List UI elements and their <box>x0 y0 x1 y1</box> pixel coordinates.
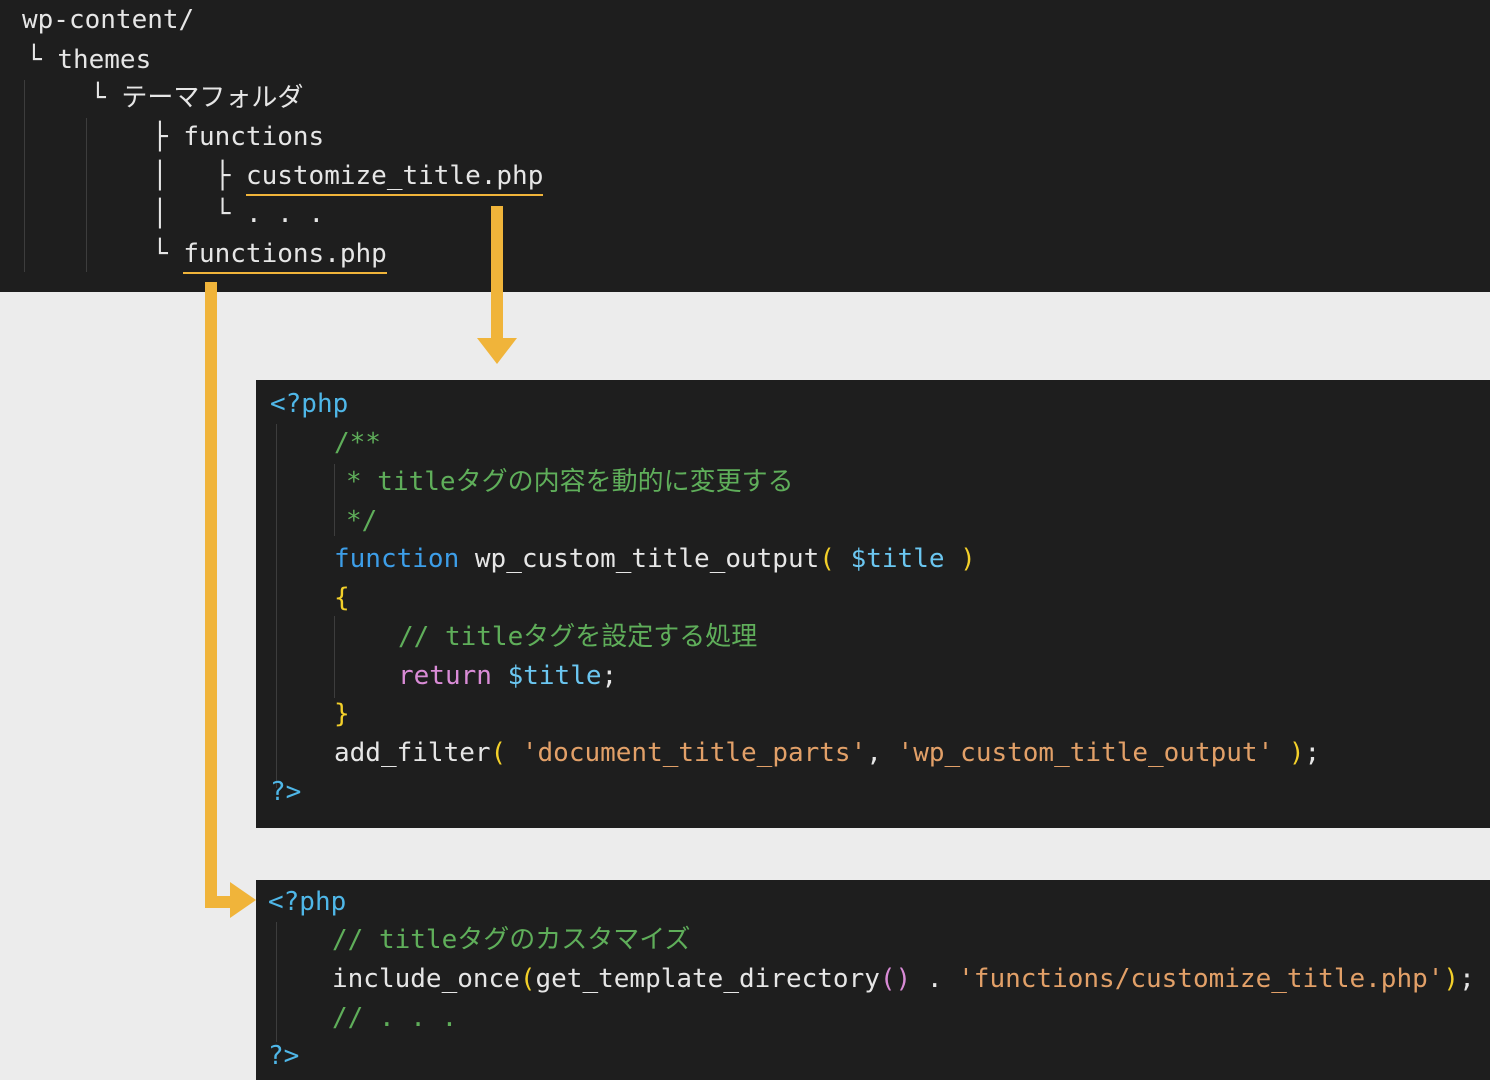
indent-guide <box>276 922 277 1042</box>
string-document-title-parts: 'document_title_parts' <box>521 738 867 768</box>
paren-close: ) <box>960 544 976 574</box>
tree-label-ellipsis: . . . <box>245 199 325 229</box>
paren-close: ) <box>1288 738 1305 768</box>
code-panel-functions-php: <?php // titleタグのカスタマイズ include_once(get… <box>256 880 1490 1080</box>
return-statement: return $title; <box>398 660 617 692</box>
comment-ellipsis: // . . . <box>332 1003 458 1033</box>
string-include-path: 'functions/customize_title.php' <box>958 964 1444 994</box>
doc-comment-end: */ <box>346 506 378 536</box>
brace-open: { <box>334 583 350 613</box>
indent-guide <box>334 616 335 698</box>
indent-guide <box>334 464 335 536</box>
comma: , <box>866 738 882 768</box>
tree-node-ellipsis: │ └ . . . <box>152 198 324 230</box>
indent-guide <box>24 80 25 272</box>
tree-node-customize-file: │ ├ customize_title.php <box>152 160 544 196</box>
doc-comment-start: /** <box>334 428 381 458</box>
return-var: $title <box>507 661 602 691</box>
tree-branch: ├ <box>214 161 231 191</box>
semicolon: ; <box>601 661 618 691</box>
arrow-to-customize-code <box>477 206 517 364</box>
tree-branch: └ <box>152 239 168 269</box>
file-tree-panel: wp-content/ └ themes └ テーマフォルダ ├ functio… <box>0 0 1490 292</box>
tree-node-themes: └ themes <box>26 44 151 76</box>
code-panel-customize-title: <?php /** * titleタグの内容を動的に変更する */ functi… <box>256 380 1490 828</box>
semicolon: ; <box>1459 964 1475 994</box>
tree-label-theme-folder: テーマフォルダ <box>121 83 304 113</box>
call-parens: () <box>879 964 912 994</box>
tree-branch: └ <box>90 83 106 113</box>
tree-label-functions-dir: functions <box>183 122 325 152</box>
tree-pipe: │ <box>152 199 168 229</box>
tree-node-theme-folder: └ テーマフォルダ <box>90 82 303 114</box>
tree-branch: └ <box>214 199 231 229</box>
php-open-tag: <?php <box>270 389 349 419</box>
function-name: wp_custom_title_output <box>474 544 820 574</box>
tree-root: wp-content/ <box>22 5 195 35</box>
paren-open: ( <box>519 964 536 994</box>
arrow-to-functions-code <box>205 282 256 918</box>
get-template-directory: get_template_directory <box>535 964 880 994</box>
php-open-tag: <?php <box>268 887 347 917</box>
semicolon: ; <box>1304 738 1321 768</box>
add-filter-name: add_filter <box>334 738 491 768</box>
include-once-statement: include_once(get_template_directory() . … <box>332 963 1475 995</box>
tree-label-functions-php: functions.php <box>183 238 387 274</box>
keyword-function: function <box>334 544 460 574</box>
include-once-keyword: include_once <box>332 964 520 994</box>
doc-comment-line: * titleタグの内容を動的に変更する <box>346 467 794 497</box>
function-declaration: function wp_custom_title_output( $title … <box>334 543 976 575</box>
paren-open: ( <box>490 738 507 768</box>
keyword-return: return <box>398 661 492 691</box>
indent-guide <box>86 118 87 272</box>
brace-close: } <box>334 699 350 729</box>
php-close-tag: ?> <box>270 777 302 807</box>
concat-dot: . <box>926 964 943 994</box>
tree-pipe: │ <box>152 161 168 191</box>
php-close-tag: ?> <box>268 1041 300 1071</box>
tree-node-functions-php: └ functions.php <box>152 238 387 274</box>
add-filter-call: add_filter( 'document_title_parts', 'wp_… <box>334 737 1320 769</box>
paren-open: ( <box>819 544 835 574</box>
tree-label-themes: themes <box>57 45 152 75</box>
param-title: $title <box>850 544 945 574</box>
string-callback-name: 'wp_custom_title_output' <box>897 738 1274 768</box>
tree-branch: ├ <box>152 122 168 152</box>
tree-node-functions-dir: ├ functions <box>152 121 324 153</box>
inline-comment: // titleタグを設定する処理 <box>398 622 758 652</box>
indent-guide <box>276 424 277 788</box>
comment-customize: // titleタグのカスタマイズ <box>332 925 691 955</box>
tree-label-customize-file: customize_title.php <box>245 160 544 196</box>
paren-close: ) <box>1443 964 1460 994</box>
tree-branch: └ <box>26 45 42 75</box>
